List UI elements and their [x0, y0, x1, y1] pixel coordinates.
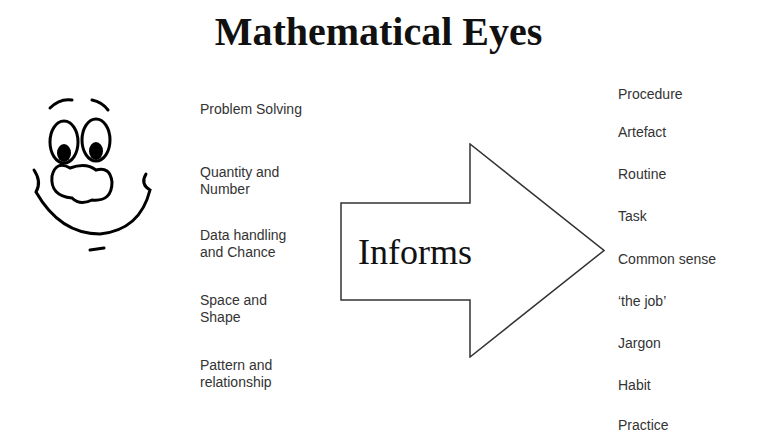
practice-label: Common sense [618, 251, 748, 268]
nose [52, 165, 112, 202]
strand-label: Data handling and Chance [200, 227, 310, 261]
eye [50, 121, 78, 163]
practice-label: Practice [618, 417, 748, 434]
eyebrow [50, 100, 72, 108]
strand-label: Pattern and relationship [200, 357, 310, 391]
practice-label: Habit [618, 377, 748, 394]
strand-label: Space and Shape [200, 292, 310, 326]
eye [82, 119, 110, 161]
pupil [89, 142, 103, 160]
practice-label: ‘the job’ [618, 293, 748, 310]
practice-label: Task [618, 208, 748, 225]
practice-label: Procedure [618, 86, 748, 103]
strand-label: Quantity and Number [200, 164, 310, 198]
diagram-title: Mathematical Eyes [0, 10, 757, 54]
pupil [57, 144, 71, 162]
practice-label: Routine [618, 166, 748, 183]
chin [90, 248, 104, 250]
practice-label: Jargon [618, 335, 748, 352]
smile [34, 170, 150, 234]
arrow-shape [341, 144, 604, 357]
arrow-label: Informs [358, 234, 472, 270]
block-arrow: Informs [340, 143, 605, 358]
eyebrow [92, 100, 108, 110]
practice-label: Artefact [618, 124, 748, 141]
strand-label: Problem Solving [200, 101, 310, 118]
